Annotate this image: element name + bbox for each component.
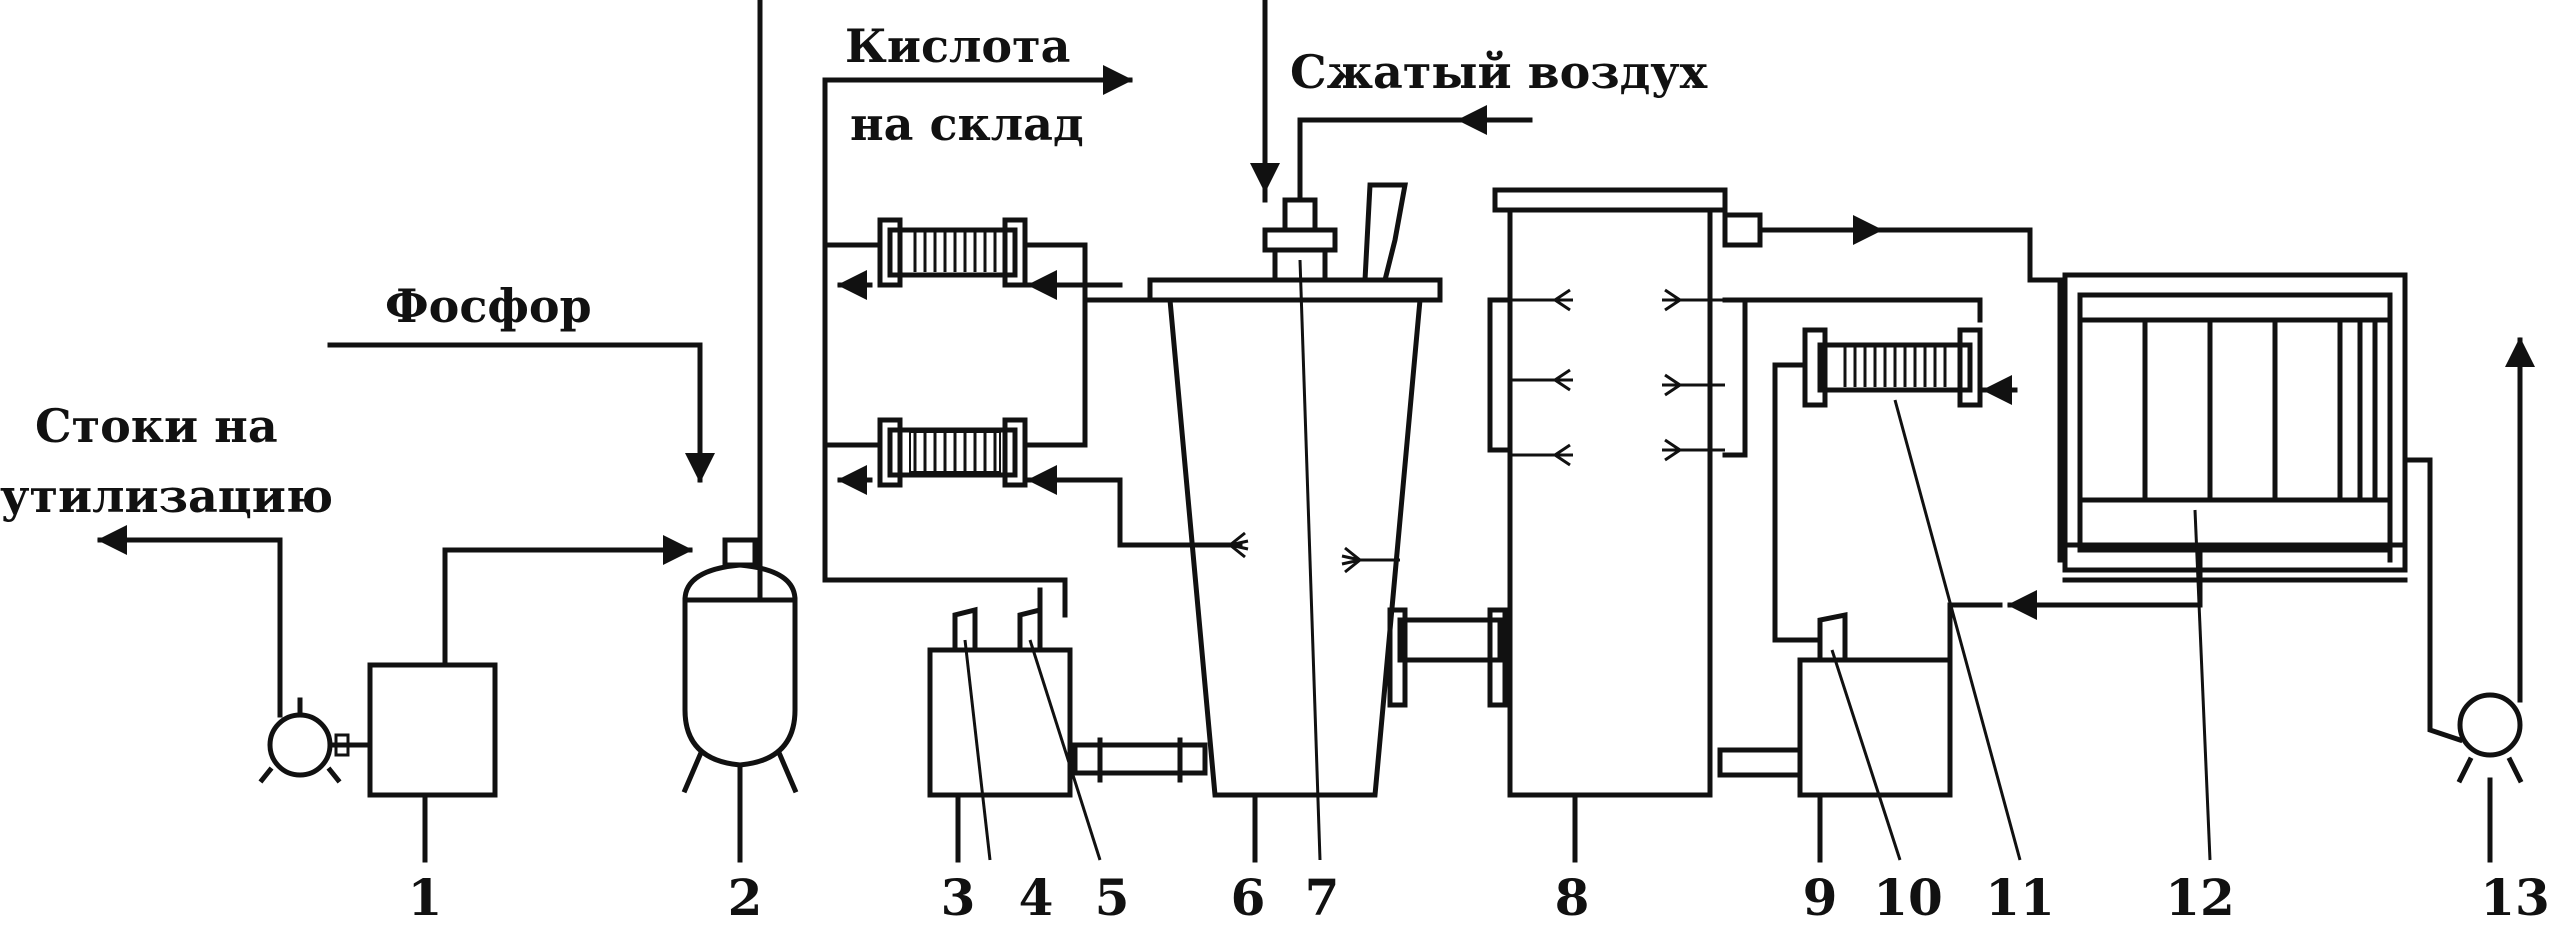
number-1: 1 [408, 868, 443, 927]
equipment-3-circulation-tank [927, 606, 1102, 863]
label-compressed-air: Сжатый воздух [1290, 45, 1708, 99]
number-10: 10 [1873, 868, 1943, 927]
label-acid-to-storage-1: Кислота [845, 19, 1070, 73]
equipment-11-heat-exchanger [1747, 297, 2022, 861]
number-4: 4 [1019, 868, 1054, 927]
equipment-5-heat-exchanger-lower [837, 417, 1123, 495]
number-9: 9 [1803, 868, 1838, 927]
spray-nozzles-8-left [1510, 288, 1573, 467]
number-13: 13 [2480, 868, 2550, 927]
equipment-7-burner [1250, 0, 1533, 861]
spray-nozzles-8-right [1662, 288, 1725, 462]
number-3: 3 [941, 868, 976, 927]
number-2: 2 [728, 868, 763, 927]
coil-lower [913, 432, 997, 472]
number-11: 11 [1985, 868, 2055, 927]
equipment-9-circulation-tank [1797, 590, 2143, 863]
spray-nozzle-6b [1341, 546, 1400, 574]
equipment-12-filter [1877, 227, 2408, 861]
acid-circulation-piping [822, 65, 1243, 618]
label-acid-to-storage-2: на склад [850, 97, 1084, 151]
equipment-1-tank-and-pump [97, 525, 693, 863]
equipment-5-heat-exchanger-upper [837, 217, 1123, 300]
number-7: 7 [1305, 868, 1340, 927]
equipment-8-absorption-tower [1487, 187, 1883, 863]
coil-11 [1843, 347, 1947, 387]
number-6: 6 [1231, 868, 1266, 927]
number-12: 12 [2165, 868, 2235, 927]
label-wastewater-2: утилизацию [0, 469, 333, 523]
equipment-2-reactor [327, 0, 799, 863]
label-wastewater-1: Стоки на [35, 399, 278, 453]
coil-upper [913, 232, 997, 272]
number-8: 8 [1555, 868, 1590, 927]
number-5: 5 [1095, 868, 1130, 927]
equipment-13-exhaust-fan [2402, 337, 2535, 863]
spray-nozzle-6a [1180, 531, 1249, 559]
equipment-6-combustion-tower [1072, 277, 1508, 863]
label-phosphorus: Фосфор [385, 279, 592, 333]
equipment-numbers: 1 2 3 4 5 6 7 8 9 10 11 12 13 [408, 868, 2550, 927]
